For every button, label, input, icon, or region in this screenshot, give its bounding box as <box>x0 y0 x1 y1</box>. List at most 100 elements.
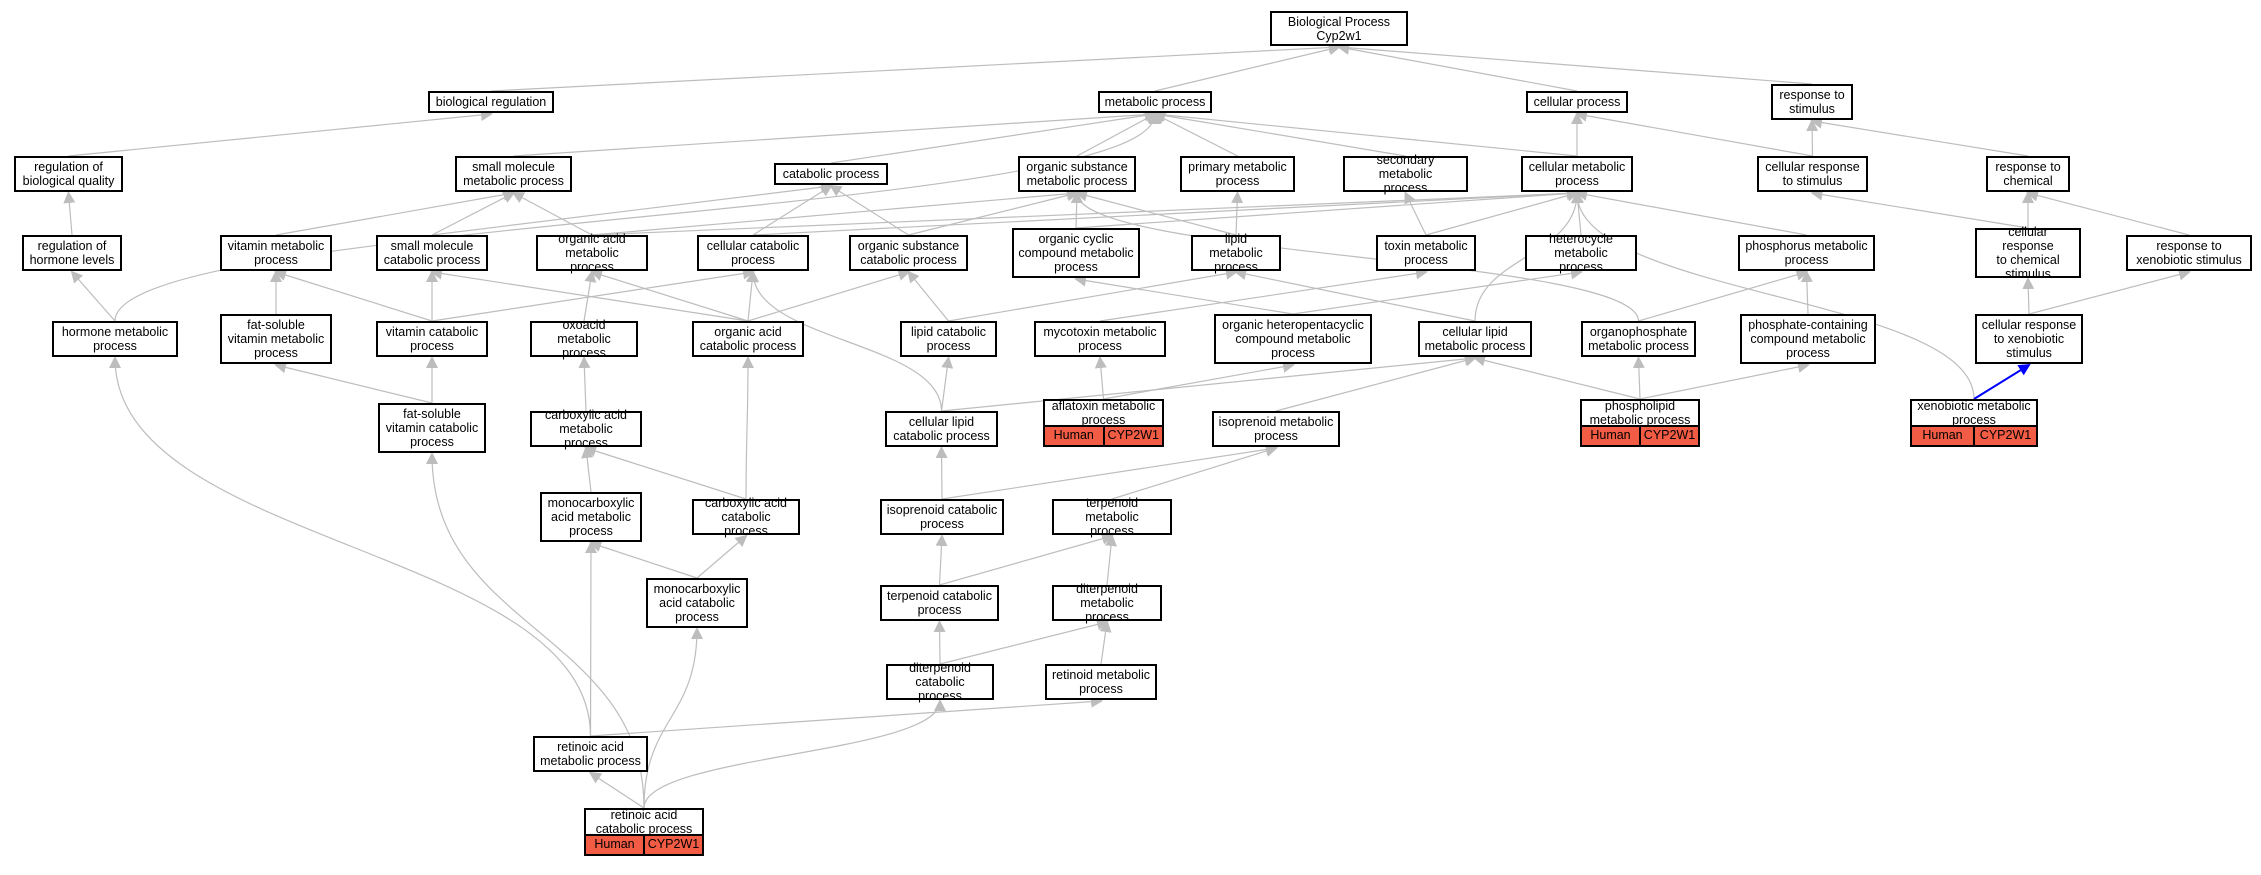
node-organic-acid-met: organic acid metabolic process <box>536 232 648 274</box>
edge-small-mol-cat-to-small-mol-met <box>431 192 516 236</box>
edge-retinoid-met-to-diterpenoid-met <box>1099 620 1112 665</box>
edge-lipid-cat-to-lipid-met <box>948 267 1238 322</box>
edge-toxin-met-to-cellular-met <box>1425 189 1579 236</box>
node-bio-reg: biological regulation <box>428 91 554 113</box>
edge-xenobiotic-met-to-cell-resp-xeno <box>1973 363 2031 400</box>
edge-org-hetero-met-to-heterocycle-met <box>1292 267 1583 315</box>
node-monocarb-met: monocarboxylic acid metabolic process <box>540 492 642 542</box>
edge-diterpenoid-cat-to-diterpenoid-met <box>939 618 1109 665</box>
edge-terpenoid-cat-to-terpenoid-met <box>939 532 1114 586</box>
node-fat-sol-vit-met: fat-soluble vitamin metabolic process <box>220 314 332 364</box>
edge-monocarb-cat-to-carboxylic-cat <box>696 534 748 579</box>
gene-label: CYP2W1 <box>1102 427 1163 445</box>
node-mycotoxin-met: mycotoxin metabolic process <box>1034 321 1166 357</box>
edge-isoprenoid-met-to-cell-lipid-met <box>1275 354 1477 412</box>
edge-cell-lipid-met-to-lipid-met <box>1234 268 1476 322</box>
edge-org-sub-met-to-metabolic <box>1076 113 1157 157</box>
edge-retinoic-cat-to-retinoic-met <box>588 771 645 809</box>
edge-cellular-process-to-root <box>1337 42 1578 92</box>
edge-lipid-met-to-org-sub-met <box>1075 189 1237 236</box>
species-label: Human <box>1053 428 1094 442</box>
edge-aflatoxin-met-to-org-hetero-met <box>1103 360 1295 400</box>
species-label: Human <box>1922 428 1963 442</box>
edge-catabolic-to-metabolic <box>830 109 1157 164</box>
node-organic-acid-cat: organic acid catabolic process <box>692 321 804 357</box>
species-label: Human <box>594 837 635 851</box>
gene-label: CYP2W1 <box>643 836 702 854</box>
edge-retinoic-met-to-hormone-met <box>109 356 592 737</box>
edge-organophos-met-to-phosphorus-met <box>1638 269 1809 322</box>
edge-org-sub-cat-to-catabolic <box>829 184 909 236</box>
node-heterocycle-met: heterocycle metabolic process <box>1525 232 1637 274</box>
node-cell-resp-xeno: cellular response to xenobiotic stimulus <box>1975 314 2083 364</box>
node-org-sub-met: organic substance metabolic process <box>1018 156 1136 192</box>
node-cellular-process: cellular process <box>1526 91 1628 113</box>
edge-organic-acid-cat-to-organic-acid-met <box>590 269 749 322</box>
edge-small-mol-met-to-metabolic <box>513 108 1157 157</box>
edge-small-mol-cat-to-catabolic <box>431 181 833 236</box>
node-resp-stim: response to stimulus <box>1771 84 1853 120</box>
edge-retinoic-met-to-retinoid-met <box>590 695 1103 737</box>
edge-org-hetero-met-to-org-cyclic-met <box>1074 274 1294 315</box>
edge-cell-resp-stim-to-cellular-process <box>1575 109 1813 157</box>
edge-cell-lipid-cat-to-lipid-cat <box>940 356 954 412</box>
node-phosphorus-met: phosphorus metabolic process <box>1738 235 1875 271</box>
node-monocarb-cat: monocarboxylic acid catabolic process <box>646 578 748 628</box>
edge-cell-resp-xeno-to-resp-xeno <box>2028 268 2191 315</box>
edge-toxin-met-to-secondary-met <box>1404 191 1427 236</box>
node-lipid-cat: lipid catabolic process <box>900 321 997 357</box>
node-reg-hormone: regulation of hormone levels <box>22 235 122 271</box>
edge-cell-resp-stim-to-resp-stim <box>1806 119 1819 157</box>
node-reg-bio-quality: regulation of biological quality <box>14 156 123 192</box>
edge-phosphate-met-to-phosphorus-met <box>1800 270 1813 315</box>
edge-primary-met-to-metabolic <box>1153 113 1238 157</box>
edge-secondary-met-to-metabolic <box>1153 109 1406 157</box>
node-root: Biological Process Cyp2w1 <box>1270 11 1408 46</box>
edge-resp-stim-to-root <box>1337 41 1813 85</box>
edge-cell-lipid-cat-to-cell-lipid-met <box>941 353 1477 412</box>
node-resp-xeno: response to xenobiotic stimulus <box>2126 235 2252 271</box>
node-retinoic-met: retinoic acid metabolic process <box>533 736 648 772</box>
edge-layer <box>63 41 2191 809</box>
node-retinoic-cat: retinoic acid catabolic process <box>584 808 704 836</box>
node-isoprenoid-met: isoprenoid metabolic process <box>1212 411 1340 447</box>
edge-lipid-met-to-primary-met <box>1231 191 1244 236</box>
edge-retinoic-cat-to-monocarb-cat <box>643 627 703 809</box>
edge-organic-acid-cat-to-cellular-cat <box>746 270 758 322</box>
node-fat-sol-vit-cat: fat-soluble vitamin catabolic process <box>378 403 486 453</box>
node-toxin-met: toxin metabolic process <box>1376 235 1476 271</box>
node-cell-lipid-met: cellular lipid metabolic process <box>1418 321 1532 357</box>
edge-terpenoid-cat-to-isoprenoid-cat <box>935 534 948 586</box>
edge-org-sub-cat-to-org-sub-met <box>908 189 1079 236</box>
edge-cell-resp-chem-to-cell-resp-stim <box>1810 188 2029 229</box>
node-terpenoid-cat: terpenoid catabolic process <box>880 585 999 621</box>
node-resp-chem: response to chemical <box>1986 156 2070 192</box>
node-primary-met: primary metabolic process <box>1180 156 1295 192</box>
node-carboxylic-met: carboxylic acid metabolic process <box>530 408 642 450</box>
edge-organic-acid-cat-to-small-mol-cat <box>430 267 749 322</box>
node-diterpenoid-cat: diterpenoid catabolic process <box>886 661 994 703</box>
edge-phospholipid-met-to-organophos-met <box>1632 356 1645 400</box>
edge-reg-bio-quality-to-bio-reg <box>68 109 493 157</box>
edge-bio-reg-to-root <box>490 41 1341 92</box>
edge-organic-acid-met-to-small-mol-met <box>511 192 593 236</box>
node-org-cyclic-met: organic cyclic compound metabolic proces… <box>1012 228 1140 278</box>
edge-retinoic-met-to-monocarb-met <box>584 541 597 737</box>
node-diterpenoid-met: diterpenoid metabolic process <box>1052 582 1162 624</box>
edge-org-cyclic-met-to-org-sub-met <box>1070 191 1083 229</box>
edge-reg-hormone-to-reg-bio-quality <box>63 191 76 236</box>
edge-isoprenoid-cat-to-cell-lipid-cat <box>935 446 948 500</box>
node-aflatoxin-met: aflatoxin metabolic process <box>1043 399 1164 427</box>
node-phosphate-met: phosphate-containing compound metabolic … <box>1740 314 1876 364</box>
edge-diterpenoid-cat-to-terpenoid-cat <box>933 620 946 665</box>
node-oxoacid-met: oxoacid metabolic process <box>530 318 638 360</box>
node-cell-lipid-cat: cellular lipid catabolic process <box>885 411 998 447</box>
edge-monocarb-met-to-carboxylic-met <box>581 446 594 493</box>
edge-hormone-met-to-metabolic <box>114 112 1161 322</box>
node-vitamin-met: vitamin metabolic process <box>220 235 332 271</box>
node-small-mol-met: small molecule metabolic process <box>455 156 572 192</box>
node-terpenoid-met: terpenoid metabolic process <box>1052 496 1172 538</box>
edge-xenobiotic-met-to-cellular-met <box>1571 191 1975 400</box>
